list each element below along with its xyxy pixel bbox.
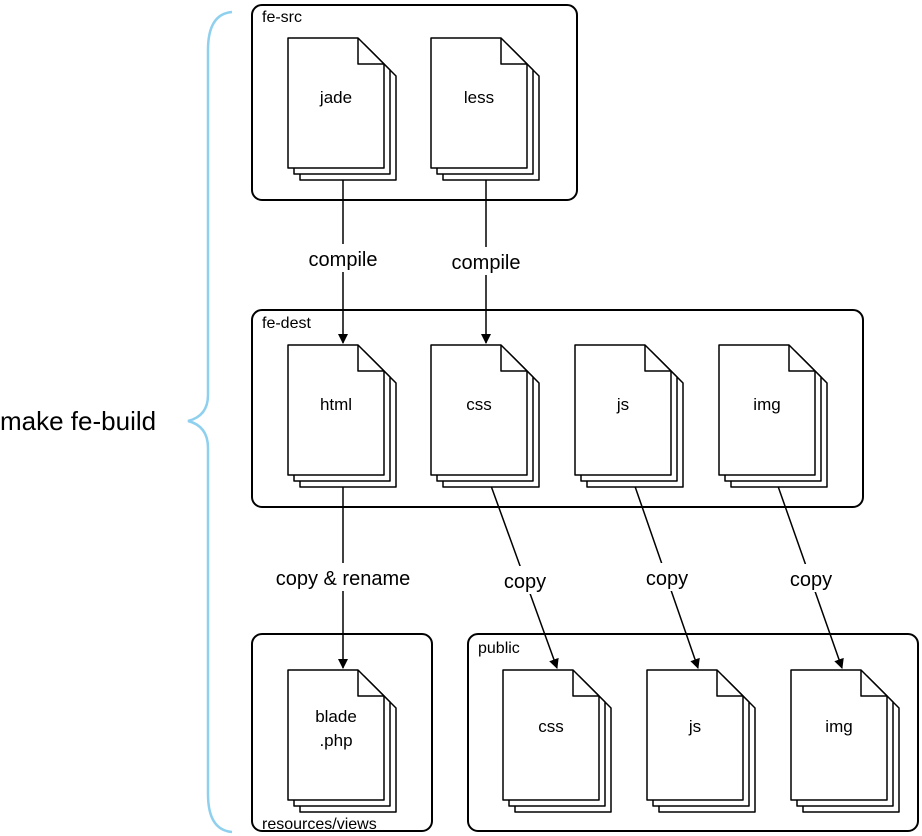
file-label-line2: .php bbox=[319, 731, 352, 750]
edge-compile-jade: compile bbox=[296, 167, 390, 344]
doc-fold bbox=[500, 345, 527, 372]
build-brace: make fe-build bbox=[0, 10, 233, 834]
doc-page bbox=[502, 669, 600, 801]
edge-copy-rename: copy & rename bbox=[264, 472, 422, 669]
file-label: html bbox=[320, 395, 352, 414]
edge-label-bg bbox=[496, 566, 554, 594]
edge-label: copy bbox=[790, 569, 832, 591]
doc-page bbox=[574, 344, 672, 476]
doc-page bbox=[718, 344, 816, 476]
edge-label-bg bbox=[439, 247, 533, 275]
edge-copy-img: copy bbox=[772, 471, 844, 669]
doc-fold bbox=[644, 345, 671, 372]
doc-page bbox=[287, 344, 385, 476]
file-label: js bbox=[616, 395, 629, 414]
file-stack-public-css: css bbox=[502, 669, 612, 813]
doc-fold bbox=[357, 670, 384, 697]
file-label-line1: blade bbox=[315, 707, 357, 726]
edge-label-bg bbox=[296, 244, 390, 272]
doc-page bbox=[287, 37, 385, 169]
group-label: fe-src bbox=[262, 9, 302, 26]
doc-fold bbox=[860, 670, 887, 697]
doc-page bbox=[430, 37, 528, 169]
edge-label: copy bbox=[646, 568, 688, 590]
edge-label: copy bbox=[504, 571, 546, 593]
brace-shape bbox=[187, 10, 233, 834]
doc-fold bbox=[716, 670, 743, 697]
file-stack-less: less bbox=[430, 37, 540, 181]
file-label: img bbox=[753, 395, 780, 414]
group-label: fe-dest bbox=[262, 315, 311, 332]
file-stack-jade: jade bbox=[287, 37, 397, 181]
doc-page bbox=[790, 669, 888, 801]
group-fe-dest: fe-dest bbox=[251, 309, 864, 508]
file-stack-public-js: js bbox=[646, 669, 756, 813]
file-stack-dest-img: img bbox=[718, 344, 828, 488]
brace-label: make fe-build bbox=[0, 406, 156, 436]
file-label: img bbox=[825, 717, 852, 736]
edge-label-bg bbox=[264, 563, 422, 591]
edge-label: copy & rename bbox=[276, 568, 411, 590]
edge-compile-less: compile bbox=[439, 167, 533, 344]
file-stack-blade: blade .php bbox=[287, 669, 397, 813]
doc-fold bbox=[500, 38, 527, 65]
group-label: resources/views bbox=[262, 816, 377, 833]
file-stack-dest-js: js bbox=[574, 344, 684, 488]
doc-fold bbox=[572, 670, 599, 697]
file-stack-public-img: img bbox=[790, 669, 900, 813]
group-label: public bbox=[478, 640, 520, 657]
edge-label-bg bbox=[638, 563, 696, 591]
doc-fold bbox=[357, 345, 384, 372]
edge-copy-css: copy bbox=[485, 471, 559, 669]
edge-label-bg bbox=[782, 564, 840, 592]
doc-page bbox=[430, 344, 528, 476]
doc-fold bbox=[357, 38, 384, 65]
file-label: less bbox=[464, 88, 494, 107]
doc-fold bbox=[788, 345, 815, 372]
file-label: css bbox=[466, 395, 492, 414]
edge-label: compile bbox=[309, 249, 378, 271]
file-label: css bbox=[538, 717, 564, 736]
file-label: jade bbox=[319, 88, 352, 107]
doc-page bbox=[287, 669, 385, 801]
edge-copy-js: copy bbox=[629, 471, 700, 669]
doc-page bbox=[646, 669, 744, 801]
group-box bbox=[251, 309, 864, 508]
file-stack-html: html bbox=[287, 344, 397, 488]
file-stack-dest-css: css bbox=[430, 344, 540, 488]
file-label: js bbox=[688, 717, 701, 736]
edge-label: compile bbox=[452, 252, 521, 274]
